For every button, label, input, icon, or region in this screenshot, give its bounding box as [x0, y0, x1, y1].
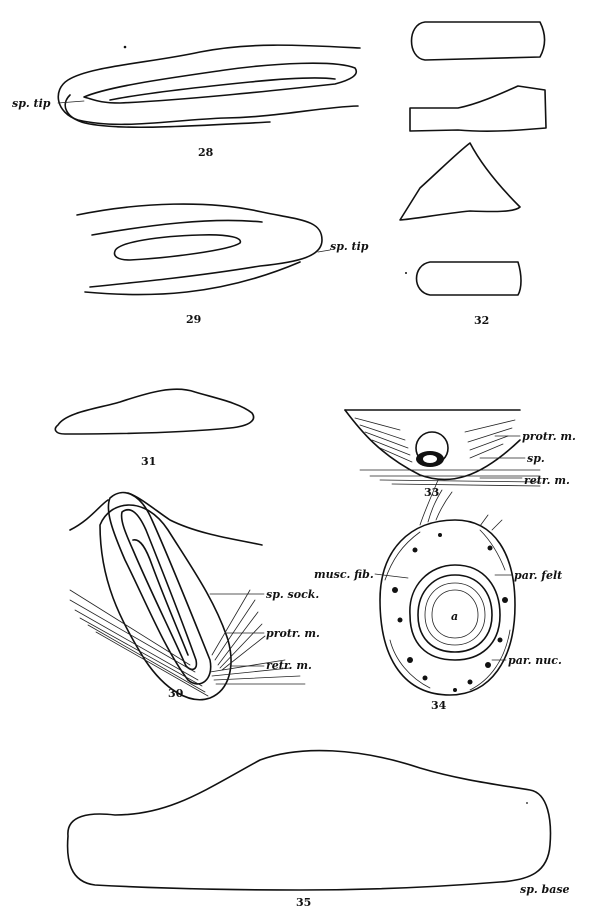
fig33-label-protr-m: protr. m. — [522, 430, 576, 443]
figure-35: sp. base 35 — [66, 749, 570, 909]
fig34-label-musc-fib: musc. fib. — [314, 568, 374, 581]
fig34-number: 34 — [431, 699, 447, 712]
fig29-number: 29 — [186, 313, 201, 326]
fig32-number: 32 — [474, 314, 489, 327]
fig30-label-retr-m: retr. m. — [266, 659, 312, 672]
figure-34: a musc. fib. par. felt par. nuc. 34 — [314, 479, 562, 712]
figure-31: 31 — [54, 388, 255, 468]
fig31-number: 31 — [141, 455, 156, 468]
fig35-number: 35 — [296, 896, 311, 909]
fig29-label-sp-tip: sp. tip — [330, 240, 369, 253]
fig30-number: 30 — [168, 687, 184, 700]
fig35-label-sp-base: sp. base — [520, 883, 570, 896]
fig34-nuclei — [392, 533, 508, 692]
figure-28: sp. tip 28 — [12, 44, 361, 159]
fig34-label-par-felt: par. felt — [514, 569, 562, 582]
fig33-label-sp: sp. — [527, 452, 545, 465]
fig33-number: 33 — [424, 486, 439, 499]
figure-32: 32 — [399, 21, 547, 327]
fig33-label-retr-m: retr. m. — [524, 474, 570, 487]
fig28-number: 28 — [198, 146, 214, 159]
figure-29: sp. tip 29 — [76, 203, 369, 326]
fig30-label-protr-m: protr. m. — [266, 627, 320, 640]
fig30-label-sp-sock: sp. sock. — [266, 588, 319, 601]
figure-30: sp. sock. protr. m. retr. m. 30 — [69, 491, 320, 701]
fig34-label-par-nuc: par. nuc. — [508, 654, 562, 667]
fig28-label-sp-tip: sp. tip — [12, 97, 51, 110]
figure-33: protr. m. sp. retr. m. 33 — [344, 409, 576, 499]
fig34-label-a: a — [451, 610, 458, 623]
